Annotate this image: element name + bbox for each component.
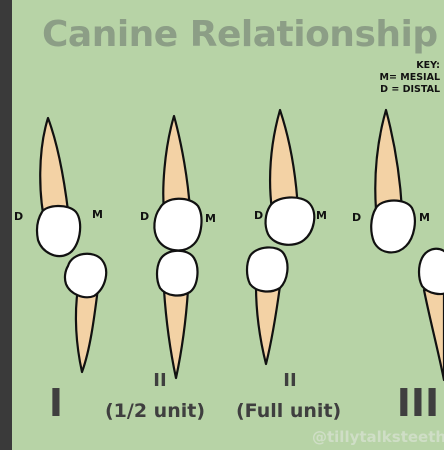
mesial-label: M	[419, 211, 430, 224]
class-2-half-caption: (1/2 unit)	[105, 400, 205, 422]
canine-diagram	[12, 0, 444, 450]
lower-root	[424, 290, 444, 380]
mesial-label: M	[92, 208, 103, 221]
class-2-full-numeral: II	[270, 372, 310, 390]
class-2-half-upper-canine	[154, 116, 201, 250]
class-3-lower-canine	[419, 249, 444, 380]
diagram-panel: Canine Relationship KEY: M= MESIAL D = D…	[12, 0, 444, 450]
lower-crown	[65, 254, 106, 298]
class-2-full-caption: (Full unit)	[236, 400, 341, 422]
upper-crown	[266, 197, 315, 244]
class-1-upper-canine	[37, 118, 80, 256]
upper-root	[375, 110, 402, 210]
distal-label: D	[140, 210, 149, 223]
class-2-half-numeral: II	[140, 372, 180, 390]
class-2-full-upper-canine	[266, 110, 315, 245]
class-1-lower-canine	[65, 254, 106, 372]
distal-label: D	[254, 209, 263, 222]
class-2-full-lower-canine	[247, 247, 287, 364]
upper-crown	[37, 206, 80, 256]
class-2-half-lower-canine	[157, 251, 197, 378]
upper-root	[270, 110, 298, 210]
watermark: @tillytalksteeth	[312, 428, 444, 446]
class-3-numeral: III	[392, 384, 444, 422]
mesial-label: M	[205, 212, 216, 225]
class-1-numeral: I	[36, 384, 76, 422]
lower-crown	[247, 247, 287, 291]
upper-crown	[154, 199, 201, 251]
distal-label: D	[352, 211, 361, 224]
lower-root	[164, 290, 188, 378]
lower-crown	[157, 251, 197, 296]
lower-root	[76, 288, 98, 372]
upper-root	[163, 116, 190, 210]
mesial-label: M	[316, 209, 327, 222]
lower-crown	[419, 249, 444, 294]
distal-label: D	[14, 210, 23, 223]
upper-crown	[371, 201, 415, 253]
class-3-upper-canine	[371, 110, 415, 252]
lower-root	[256, 286, 280, 364]
